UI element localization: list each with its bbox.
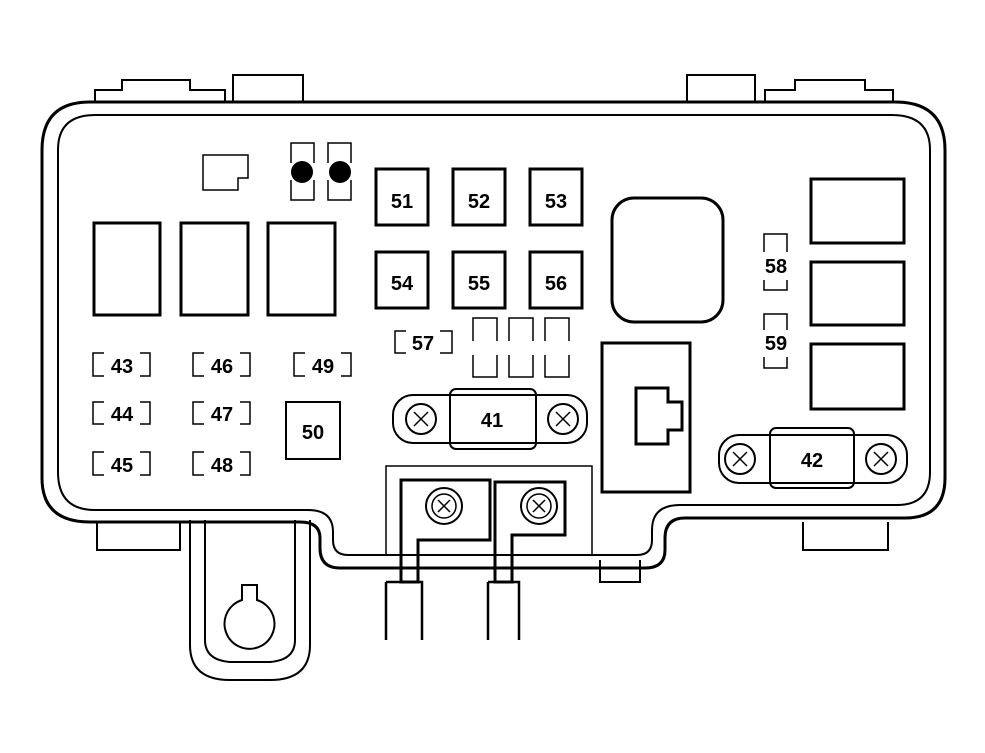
small-connector (202, 154, 249, 191)
fuse-55-label: 55 (468, 273, 490, 295)
diode-pair (290, 142, 352, 201)
cross-screw-icon (520, 487, 558, 525)
fuse-50: 50 (285, 401, 341, 460)
fuse-50-label: 50 (302, 422, 324, 444)
battery-terminals (384, 465, 593, 640)
relays-left (92, 221, 337, 317)
fuse-43-label: 43 (111, 356, 133, 378)
round-relay (610, 196, 725, 324)
fuse-51-label: 51 (391, 191, 413, 213)
fuse-45-label: 45 (111, 455, 133, 477)
fuse-49-label: 49 (312, 356, 334, 378)
fuse-56-label: 56 (545, 273, 567, 295)
fuse-53-label: 53 (545, 191, 567, 213)
fuse-58-59: 58 59 (763, 233, 788, 369)
connector-block (600, 341, 692, 494)
mounting-bracket (189, 520, 311, 681)
fuse-59-label: 59 (765, 333, 787, 355)
bottom-tabs (96, 522, 889, 583)
cross-screw-icon (724, 443, 756, 475)
small-fuses-left: 43 44 45 46 47 48 49 (92, 352, 352, 477)
fuse-48-label: 48 (211, 455, 233, 477)
spare-slots (472, 317, 570, 378)
fuse-52-label: 52 (468, 191, 490, 213)
relays-right (809, 177, 906, 411)
top-tabs (94, 74, 894, 102)
fuse-47-label: 47 (211, 404, 233, 426)
housing-inner (57, 114, 931, 556)
fuse-57: 57 (394, 330, 453, 355)
main-fuse-41: 41 (392, 388, 588, 450)
fuse-58-label: 58 (765, 256, 787, 278)
fuse-44-label: 44 (111, 404, 134, 426)
main-fuse-42: 42 (718, 427, 908, 489)
fuse-42-label: 42 (801, 450, 823, 472)
cross-screw-icon (865, 443, 897, 475)
cross-screw-icon (405, 403, 437, 435)
fuse-54-label: 54 (391, 273, 414, 295)
fuse-41-label: 41 (481, 410, 503, 432)
fuse-57-label: 57 (412, 333, 434, 355)
fuse-46-label: 46 (211, 356, 233, 378)
cross-screw-icon (425, 487, 463, 525)
fuse-grid: 51 52 53 54 55 56 (374, 167, 584, 310)
cross-screw-icon (547, 403, 579, 435)
housing-outer (40, 100, 947, 570)
